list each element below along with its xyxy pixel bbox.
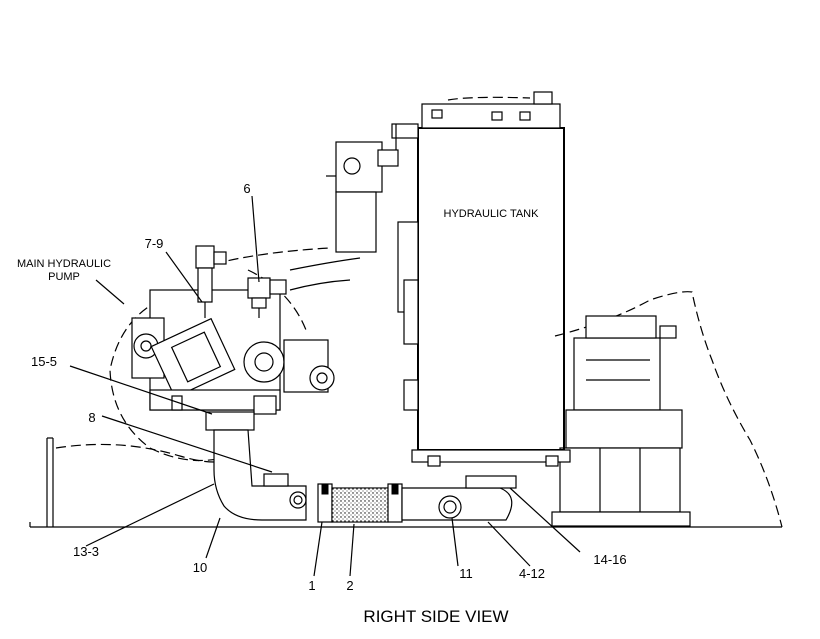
callout-2: 2 <box>346 578 353 593</box>
callout-14-16: 14-16 <box>593 552 626 567</box>
main-pump-label-line1: MAIN HYDRAULIC <box>17 258 111 270</box>
callout-1: 1 <box>308 578 315 593</box>
callout-4-12: 4-12 <box>519 566 545 581</box>
pump-hose-upper <box>289 257 361 271</box>
callout-15-5: 15-5 <box>31 354 57 369</box>
suction-elbow <box>205 411 307 521</box>
callout-6: 6 <box>243 181 250 196</box>
callout-13-3: 13-3 <box>73 544 99 559</box>
main-hydraulic-pump <box>109 269 335 462</box>
machine-outline-right <box>554 291 783 528</box>
callout-11: 11 <box>459 566 473 581</box>
view-caption: RIGHT SIDE VIEW <box>363 607 508 626</box>
swing-drive <box>551 315 691 527</box>
hydraulic-tank: HYDRAULIC TANK <box>391 91 571 467</box>
hose-2 <box>331 487 389 523</box>
hydraulic-tank-label: HYDRAULIC TANK <box>444 208 540 220</box>
callout-8: 8 <box>88 410 95 425</box>
return-filter <box>326 124 399 253</box>
pressure-fitting-6 <box>247 277 287 318</box>
hose-clamp-1 <box>317 483 333 523</box>
hose-clamp-right <box>387 483 403 523</box>
suction-tube <box>401 475 517 521</box>
callout-7-9: 7-9 <box>145 236 164 251</box>
callout-10: 10 <box>193 560 207 575</box>
pressure-fitting-7-9 <box>195 245 227 318</box>
main-pump-label-line2: PUMP <box>48 271 80 283</box>
pump-hose-hidden <box>213 247 331 265</box>
callout-leaders <box>69 195 581 577</box>
left-post <box>46 437 215 527</box>
pump-hose-lower <box>289 279 351 291</box>
